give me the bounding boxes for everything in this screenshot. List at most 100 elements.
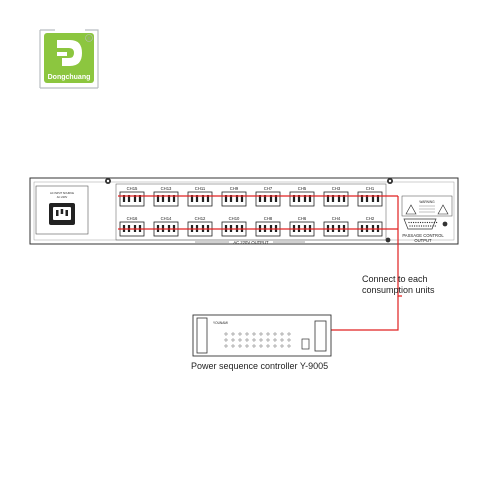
outlet-pin	[365, 195, 369, 202]
db-pin	[415, 221, 417, 224]
db-pin	[416, 225, 418, 227]
db25-pins	[408, 221, 438, 227]
warning-label: WARNING	[419, 200, 435, 204]
outlet-pin	[133, 195, 137, 202]
outlet-pin	[269, 195, 273, 202]
outlet-pin	[161, 195, 165, 202]
channel-label: CH2	[366, 216, 375, 221]
outlet-pin	[240, 195, 244, 202]
outlet-pin	[371, 195, 375, 202]
db-pin	[425, 225, 427, 227]
channel-label: CH14	[161, 216, 172, 221]
led-indicator-icon	[231, 344, 235, 348]
db-pin	[431, 221, 433, 224]
db-pin	[429, 221, 431, 224]
outlet-pin	[342, 195, 346, 202]
channel-label: CH11	[195, 186, 206, 191]
led-indicator-icon	[238, 338, 242, 342]
controller-caption: Power sequence controller Y-9005	[191, 361, 328, 371]
outlet-pin	[201, 195, 205, 202]
outlet-pin	[229, 195, 233, 202]
led-indicator-icon	[252, 344, 256, 348]
screw-icon	[385, 237, 391, 243]
db-pin	[426, 221, 428, 224]
logo-wordmark: Dongchuang	[48, 74, 91, 81]
led-indicator-icon	[287, 338, 291, 342]
channel-label: CH10	[229, 216, 240, 221]
connection-line-to-controller	[327, 296, 399, 331]
channel-label: CH7	[264, 186, 273, 191]
db-pin	[423, 225, 425, 227]
channel-label: CH5	[298, 186, 307, 191]
outlet-pin	[326, 195, 330, 202]
channel-label: CH13	[161, 186, 172, 191]
led-indicator-icon	[245, 338, 249, 342]
outlet-pin	[297, 195, 301, 202]
channel-label: CH12	[195, 216, 206, 221]
passage-control-label: PASSAGE CONTROL	[402, 233, 444, 238]
outlet-pin	[167, 195, 171, 202]
channel-label: CH15	[127, 186, 138, 191]
outlet-pin	[263, 195, 267, 202]
outlet-pin	[292, 195, 296, 202]
led-indicator-icon	[273, 338, 277, 342]
controller-led-rows	[224, 332, 291, 348]
led-indicator-icon	[266, 338, 270, 342]
screw-slot	[388, 179, 392, 183]
led-indicator-icon	[231, 338, 235, 342]
db-pin	[430, 225, 432, 227]
db-pin	[419, 221, 422, 224]
db25-connector-icon	[403, 218, 437, 230]
outlet-pin	[376, 195, 380, 202]
ac-output-label: AC 220V OUTPUT	[233, 240, 269, 245]
outlet-pin	[172, 195, 176, 202]
outlet-pin	[206, 195, 210, 202]
db-pin	[417, 221, 419, 224]
db-pin	[420, 225, 423, 227]
db-pin	[413, 221, 415, 224]
outlet-pin	[308, 195, 312, 202]
led-indicator-icon	[252, 332, 256, 336]
controller-power-switch	[314, 320, 327, 352]
outlet-pin	[127, 195, 131, 202]
db-pin	[408, 221, 410, 224]
channel-label: CH1	[366, 186, 375, 191]
db-pin	[434, 225, 436, 227]
db-pin	[414, 225, 416, 227]
db-pin	[427, 225, 429, 227]
led-indicator-icon	[287, 344, 291, 348]
warning-triangle-icon	[437, 204, 449, 215]
controller-front-panel: YOUNAMI	[192, 314, 332, 357]
outlet-pin	[122, 195, 126, 202]
annotation-line-1: Connect to each	[362, 274, 428, 284]
led-indicator-icon	[280, 344, 284, 348]
led-indicator-icon	[238, 332, 242, 336]
led-indicator-icon	[266, 332, 270, 336]
annotation-line-2: consumption units	[362, 285, 435, 295]
channel-label: CH9	[230, 186, 239, 191]
iec-pin-left	[56, 210, 59, 216]
db-pin	[422, 221, 424, 224]
db-pin	[410, 221, 412, 224]
led-indicator-icon	[224, 344, 228, 348]
led-indicator-icon	[224, 338, 228, 342]
outlet-pin	[337, 195, 341, 202]
db-pin	[418, 225, 420, 227]
iec-pin-right	[65, 210, 68, 216]
outlet-pin	[190, 195, 194, 202]
led-indicator-icon	[245, 332, 249, 336]
led-indicator-icon	[280, 332, 284, 336]
ac-input-box	[35, 185, 89, 235]
ac-input-label: AC INPUT SOURCE	[50, 191, 74, 195]
led-indicator-icon	[238, 344, 242, 348]
warning-triangle-icon	[405, 204, 417, 215]
screw-slot	[106, 179, 110, 183]
outlet-pin	[156, 195, 160, 202]
led-indicator-icon	[273, 344, 277, 348]
led-indicator-icon	[259, 338, 263, 342]
db-pin	[436, 221, 438, 224]
brand-logo: Dongchuang ®	[39, 29, 99, 89]
outlet-pin	[274, 195, 278, 202]
